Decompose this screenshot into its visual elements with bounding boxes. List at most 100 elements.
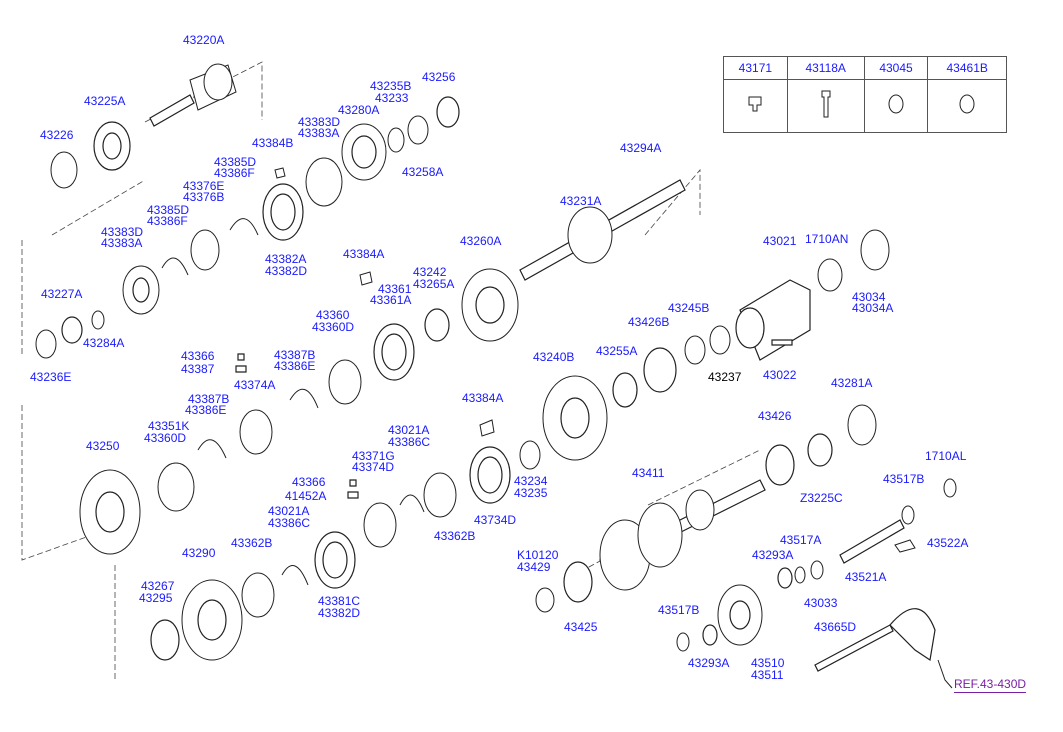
part-label[interactable]: 43521A — [845, 570, 887, 584]
part-label[interactable]: 43376B — [183, 190, 225, 204]
part-label[interactable]: 43234 — [514, 474, 548, 488]
part-label[interactable]: 43361 — [378, 282, 412, 296]
part-label[interactable]: 43021 — [763, 234, 797, 248]
part-label[interactable]: 43374A — [234, 378, 276, 392]
part-label[interactable]: 43382D — [265, 264, 308, 278]
gear-43383 — [305, 157, 343, 207]
part-label[interactable]: 43294A — [620, 141, 662, 155]
part-label[interactable]: 43233 — [375, 91, 409, 105]
part-label[interactable]: 43387B — [188, 392, 230, 406]
part-label[interactable]: 43383A — [298, 126, 340, 140]
part-label[interactable]: 43383D — [298, 115, 341, 129]
part-label[interactable]: 43384B — [252, 136, 294, 150]
part-label[interactable]: 43734D — [474, 513, 517, 527]
part-label[interactable]: 43255A — [596, 344, 638, 358]
part-label[interactable]: 43362B — [231, 536, 273, 550]
part-label[interactable]: 43384A — [462, 391, 504, 405]
part-label[interactable]: 43386E — [185, 403, 227, 417]
part-label[interactable]: 43280A — [338, 103, 380, 117]
part-label[interactable]: 43386C — [388, 435, 431, 449]
part-label[interactable]: 43242 — [413, 265, 447, 279]
part-label[interactable]: 43361A — [370, 293, 412, 307]
part-label[interactable]: 43517B — [658, 603, 700, 617]
part-label[interactable]: 43295 — [139, 591, 173, 605]
part-label[interactable]: 43386F — [147, 214, 188, 228]
part-label[interactable]: 43245B — [668, 301, 710, 315]
part-label[interactable]: 43258A — [402, 165, 444, 179]
part-label[interactable]: 43517A — [780, 533, 822, 547]
part-label[interactable]: 43384A — [343, 247, 385, 261]
part-label[interactable]: 43360D — [144, 431, 187, 445]
part-label[interactable]: 43385D — [147, 203, 190, 217]
part-label[interactable]: 43293A — [688, 656, 730, 670]
part-label[interactable]: 43522A — [927, 536, 969, 550]
part-label[interactable]: 43226 — [40, 128, 74, 142]
part-label[interactable]: 43371G — [352, 449, 395, 463]
part-label[interactable]: 43510 — [751, 656, 785, 670]
part-label[interactable]: 43382D — [318, 606, 361, 620]
part-label[interactable]: 43387 — [181, 362, 215, 376]
part-label[interactable]: 43265A — [413, 277, 455, 291]
part-label[interactable]: 43383A — [101, 236, 143, 250]
part-label[interactable]: 43665D — [814, 620, 857, 634]
part-label[interactable]: 43360D — [312, 320, 355, 334]
part-label[interactable]: 43517B — [883, 472, 925, 486]
part-label[interactable]: 43227A — [41, 287, 83, 301]
part-label[interactable]: 43366 — [292, 475, 326, 489]
part-label[interactable]: 43374D — [352, 460, 395, 474]
ring-icon — [888, 94, 904, 113]
part-label[interactable]: 43383D — [101, 225, 144, 239]
part-label[interactable]: 43386E — [274, 359, 316, 373]
gear-43281A — [847, 404, 877, 446]
part-label[interactable]: 43284A — [83, 336, 125, 350]
part-label[interactable]: 43021A — [268, 504, 310, 518]
part-label[interactable]: 43511 — [751, 668, 784, 682]
part-label[interactable]: 43382A — [265, 252, 307, 266]
part-label[interactable]: Z3225C — [800, 491, 843, 505]
part-label[interactable]: 43034A — [852, 301, 894, 315]
part-label[interactable]: 43034 — [852, 290, 886, 304]
part-label[interactable]: 43237 — [708, 370, 742, 384]
part-label[interactable]: 43022 — [763, 368, 797, 382]
part-label[interactable]: 43250 — [86, 439, 120, 453]
part-label[interactable]: 43293A — [752, 548, 794, 562]
part-label[interactable]: 43426B — [628, 315, 670, 329]
part-label[interactable]: 43362B — [434, 529, 476, 543]
part-label[interactable]: 43376E — [183, 179, 225, 193]
part-label[interactable]: 43429 — [517, 560, 551, 574]
part-label[interactable]: 43351K — [148, 419, 190, 433]
part-label[interactable]: 43385D — [214, 155, 257, 169]
part-label[interactable]: 43236E — [30, 370, 72, 384]
part-label[interactable]: 43021A — [388, 423, 430, 437]
part-label[interactable]: 43240B — [533, 350, 575, 364]
part-label[interactable]: 43235B — [370, 79, 412, 93]
part-label[interactable]: 43360 — [316, 308, 350, 322]
part-label[interactable]: 1710AL — [925, 449, 967, 463]
part-label[interactable]: 43235 — [514, 486, 548, 500]
part-label[interactable]: 43381C — [318, 594, 361, 608]
key-43386E — [289, 388, 319, 409]
part-label[interactable]: 43411 — [632, 466, 665, 480]
part-label[interactable]: 43260A — [460, 234, 502, 248]
part-label[interactable]: 43387B — [274, 348, 316, 362]
part-label[interactable]: 43256 — [422, 70, 456, 84]
legend-header: 43171 — [723, 56, 788, 80]
spring-43387 — [235, 365, 247, 373]
part-label[interactable]: 43225A — [84, 94, 126, 108]
part-label[interactable]: 43426 — [758, 409, 792, 423]
part-label[interactable]: 43231A — [560, 194, 602, 208]
part-label[interactable]: 43290 — [182, 546, 216, 560]
part-label[interactable]: 43220A — [183, 33, 225, 47]
part-label[interactable]: 43033 — [804, 596, 838, 610]
part-label[interactable]: 43281A — [831, 376, 873, 390]
part-label[interactable]: 1710AN — [805, 232, 849, 246]
part-label[interactable]: 43386C — [268, 516, 311, 530]
part-label[interactable]: 43386F — [214, 166, 255, 180]
part-label[interactable]: K10120 — [517, 548, 559, 562]
part-label[interactable]: 43425 — [564, 620, 598, 634]
part-label[interactable]: 41452A — [285, 489, 327, 503]
part-label[interactable]: 43267 — [141, 579, 175, 593]
part-label[interactable]: 43366 — [181, 349, 215, 363]
reference-link[interactable]: REF.43-430D — [954, 677, 1027, 693]
